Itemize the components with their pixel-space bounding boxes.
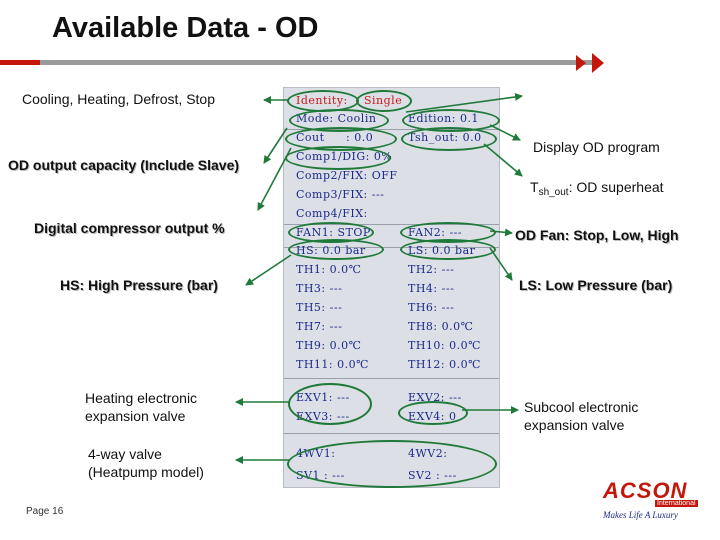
th-left-4: TH7: --- <box>296 320 343 333</box>
brand-tagline: Makes Life A Luxury <box>603 510 678 520</box>
th-right-5: TH10: 0.0℃ <box>408 339 481 352</box>
arrow-tsh <box>483 143 523 177</box>
highlight-single <box>356 90 412 112</box>
annotation-tsh-main: T <box>530 179 539 195</box>
annotation-hs: HS: High Pressure (bar) <box>60 277 218 293</box>
annotation-fan: OD Fan: Stop, Low, High <box>515 227 679 243</box>
annotation-ls: LS: Low Pressure (bar) <box>519 277 673 293</box>
annotation-display-program: Display OD program <box>533 139 660 155</box>
arrow-hs <box>245 254 292 286</box>
rule-arrow-icon-end <box>592 53 604 73</box>
title-rule <box>40 60 600 65</box>
arrow-display <box>489 124 521 141</box>
annotation-modes: Cooling, Heating, Defrost, Stop <box>22 91 215 107</box>
arrow-capacity <box>263 127 288 164</box>
page-title: Available Data - OD <box>52 12 319 44</box>
th-right-2: TH4: --- <box>408 282 455 295</box>
highlight-valves <box>287 440 497 488</box>
arrow-digital <box>257 147 292 211</box>
title-rule-accent <box>0 60 40 65</box>
annotation-subcool-line1: Subcool electronic <box>524 399 639 415</box>
th-right-3: TH6: --- <box>408 301 455 314</box>
divider <box>284 433 499 434</box>
th-left-6: TH11: 0.0℃ <box>296 358 369 371</box>
th-right-6: TH12: 0.0℃ <box>408 358 481 371</box>
brand-logo: ACSON International Makes Life A Luxury <box>603 478 699 526</box>
annotation-4way-line2: (Heatpump model) <box>88 464 204 480</box>
arrow-ls <box>489 247 513 281</box>
comp2-value: Comp2/FIX: OFF <box>296 169 398 182</box>
comp3-value: Comp3/FIX: --- <box>296 188 385 201</box>
brand-name: ACSON <box>603 478 688 503</box>
th-left-5: TH9: 0.0℃ <box>296 339 362 352</box>
th-left-1: TH1: 0.0℃ <box>296 263 362 276</box>
divider <box>284 247 499 248</box>
arrow-display-2 <box>405 92 523 113</box>
highlight-ls <box>400 239 496 260</box>
annotation-4way: 4-way valve (Heatpump model) <box>88 445 204 481</box>
highlight-exv4 <box>398 401 468 425</box>
brand-sub: International <box>655 500 698 507</box>
annotation-tsh: Tsh_out: OD superheat <box>530 178 664 202</box>
th-right-1: TH2: --- <box>408 263 455 276</box>
th-left-2: TH3: --- <box>296 282 343 295</box>
divider <box>284 378 499 379</box>
annotation-tsh-sub: sh_out <box>538 187 569 198</box>
page-number: Page 16 <box>26 506 64 517</box>
annotation-heating-exv-line1: Heating electronic <box>85 390 198 406</box>
highlight-hs <box>288 239 384 260</box>
th-left-3: TH5: --- <box>296 301 343 314</box>
annotation-heating-exv-line2: expansion valve <box>85 408 186 424</box>
annotation-subcool-line2: expansion valve <box>524 417 625 433</box>
annotation-heating-exv: Heating electronic expansion valve <box>85 389 197 425</box>
annotation-capacity: OD output capacity (Include Slave) <box>8 157 240 173</box>
annotation-subcool: Subcool electronic expansion valve <box>524 398 638 434</box>
highlight-exv-left <box>288 383 372 425</box>
highlight-tsh-out <box>401 127 497 151</box>
annotation-4way-line1: 4-way valve <box>88 446 162 462</box>
divider <box>284 129 499 130</box>
annotation-digital: Digital compressor output % <box>34 220 225 236</box>
divider <box>284 224 499 225</box>
comp4-value: Comp4/FIX: <box>296 207 368 220</box>
rule-arrow-icon <box>576 55 586 71</box>
annotation-tsh-rest: : OD superheat <box>568 179 664 195</box>
arrow-fan <box>489 228 513 237</box>
th-right-4: TH8: 0.0℃ <box>408 320 474 333</box>
